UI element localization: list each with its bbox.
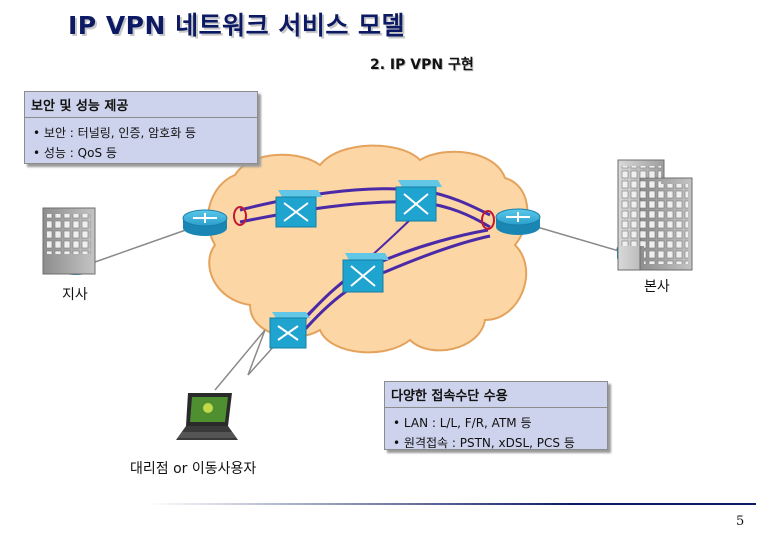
performance-item: 성능 : QoS 등 (33, 144, 249, 161)
access-heading: 다양한 접속수단 수용 (385, 382, 607, 408)
router-icon (495, 208, 541, 235)
router-icon (182, 209, 228, 236)
wireless-link (214, 329, 285, 391)
access-switch-icon (269, 312, 310, 349)
security-performance-box: 보안 및 성능 제공 보안 : 터널링, 인증, 암호화 등 성능 : QoS … (24, 91, 258, 164)
security-item: 보안 : 터널링, 인증, 암호화 등 (33, 124, 249, 141)
section-subtitle: 2. IP VPN 구현 (370, 57, 474, 73)
branch-label: 지사 (62, 287, 88, 303)
switch-icon (275, 190, 322, 228)
headquarters-building-icon (617, 159, 693, 271)
internet-cloud (206, 144, 529, 354)
tunnel-endpoint-right (481, 210, 495, 230)
security-heading: 보안 및 성능 제공 (25, 92, 257, 118)
agency-mobile-label: 대리점 or 이동사용자 (130, 461, 257, 477)
remote-access-item: 원격접속 : PSTN, xDSL, PCS 등 (393, 434, 599, 451)
footer-bar (148, 503, 756, 505)
laptop-icon (176, 393, 238, 440)
switch-icon (342, 253, 389, 293)
headquarters-label: 본사 (644, 279, 670, 295)
lan-item: LAN : L/L, F/R, ATM 등 (393, 414, 599, 431)
switch-icon (395, 180, 442, 222)
access-methods-box: 다양한 접속수단 수용 LAN : L/L, F/R, ATM 등 원격접속 :… (384, 381, 608, 450)
page-number: 5 (736, 514, 745, 529)
branch-link (94, 224, 201, 263)
page-title: IP VPN 네트워크 서비스 모델 (68, 11, 406, 40)
branch-building-icon (42, 207, 96, 275)
tunnel-endpoint-left (233, 206, 247, 226)
